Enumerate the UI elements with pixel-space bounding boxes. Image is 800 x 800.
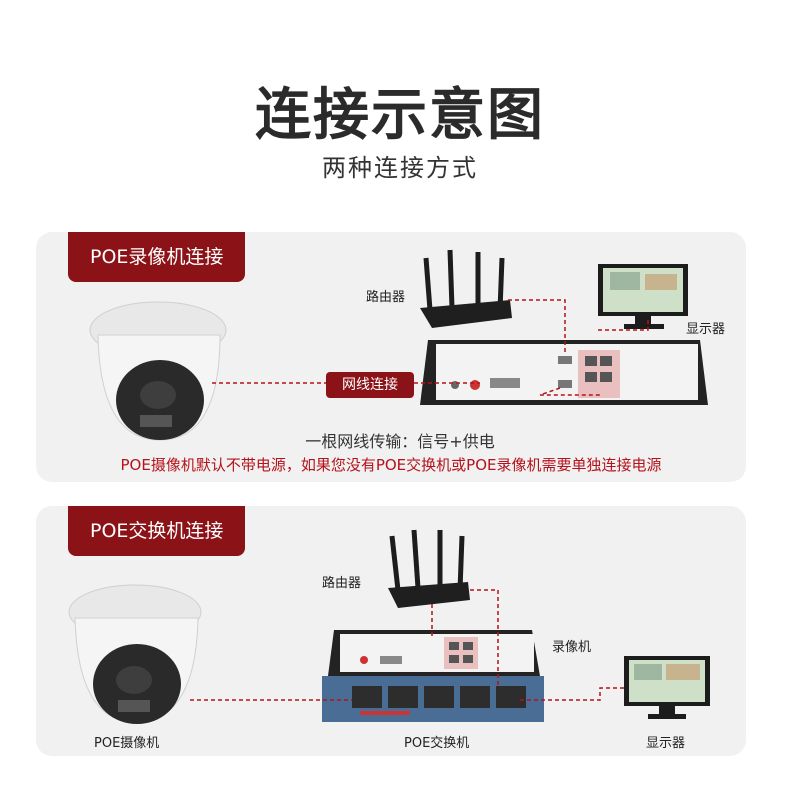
page-subtitle: 两种连接方式 bbox=[322, 154, 478, 182]
cable-badge: 网线连接 bbox=[326, 372, 414, 398]
connection-lines-2 bbox=[190, 589, 624, 701]
monitor-1 bbox=[598, 264, 688, 329]
connection-lines-1 bbox=[212, 299, 649, 396]
nvr-label: 录像机 bbox=[552, 640, 592, 655]
tab-poe-switch: POE交换机连接 bbox=[68, 506, 246, 556]
monitor-label-1: 显示器 bbox=[686, 322, 726, 337]
router-2 bbox=[388, 529, 470, 608]
router-label-1: 路由器 bbox=[366, 290, 406, 305]
router-label-2: 路由器 bbox=[322, 576, 362, 591]
page-title: 连接示意图 bbox=[255, 83, 545, 148]
dome-camera-1 bbox=[89, 301, 227, 441]
tab-poe-nvr: POE录像机连接 bbox=[68, 232, 246, 282]
nvr-1 bbox=[420, 340, 708, 405]
monitor-2 bbox=[624, 656, 710, 719]
power-warning: POE摄像机默认不带电源，如果您没有POE交换机或POE录像机需要单独连接电源 bbox=[120, 456, 662, 474]
camera-label: POE摄像机 bbox=[94, 736, 160, 751]
router-1 bbox=[420, 249, 512, 328]
switch-label: POE交换机 bbox=[404, 736, 470, 751]
nvr-2 bbox=[328, 630, 540, 676]
poe-switch bbox=[322, 676, 544, 722]
monitor-label-2: 显示器 bbox=[646, 736, 686, 751]
dome-camera-2 bbox=[68, 584, 202, 724]
transmission-note: 一根网线传输：信号+供电 bbox=[305, 432, 495, 451]
